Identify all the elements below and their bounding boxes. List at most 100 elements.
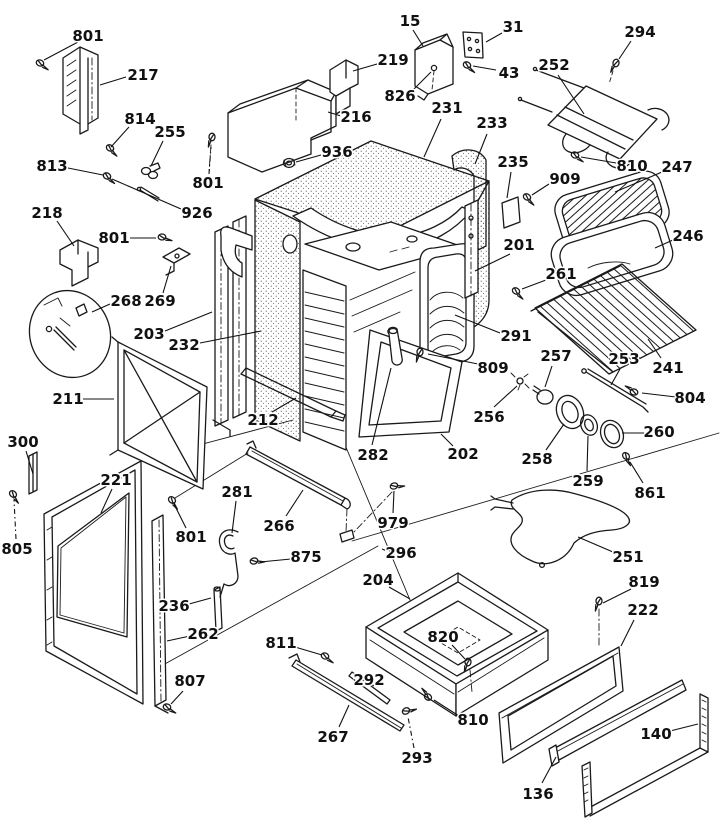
part-label-909: 909: [549, 170, 580, 188]
leader-line-231: [423, 118, 442, 158]
part-label-15: 15: [400, 12, 421, 30]
leader-line-232: [199, 330, 262, 344]
leader-line-261: [521, 279, 547, 290]
screw-875: [248, 554, 266, 567]
part-label-257: 257: [540, 347, 571, 365]
screw-813: [101, 171, 118, 185]
part-label-251: 251: [612, 548, 643, 566]
leader-line-814: [110, 126, 130, 148]
leader-line-801: [208, 146, 212, 175]
part-label-294: 294: [624, 23, 655, 41]
leader-line-267: [338, 704, 350, 728]
leader-line-222: [620, 619, 635, 647]
part-219-bracket: [329, 59, 359, 115]
part-281-hinge-arm: [218, 529, 239, 598]
part-label-809: 809: [477, 359, 508, 377]
part-label-804: 804: [674, 389, 705, 407]
leader-line-861: [629, 461, 644, 484]
leader-line-296: [381, 548, 388, 552]
part-label-261: 261: [545, 265, 576, 283]
part-label-810: 810: [616, 157, 647, 175]
part-label-241: 241: [652, 359, 683, 377]
part-label-219: 219: [377, 51, 408, 69]
leader-line-252: [557, 74, 585, 115]
leader-line-259: [586, 435, 589, 472]
part-15-module: [414, 33, 454, 101]
leader-line-218: [56, 220, 75, 247]
part-label-979: 979: [377, 514, 408, 532]
part-label-807: 807: [174, 672, 205, 690]
part-label-801: 801: [72, 27, 103, 45]
part-label-258: 258: [521, 450, 552, 468]
part-label-247: 247: [661, 158, 692, 176]
leader-line-269: [162, 265, 172, 294]
part-292-rail: [348, 671, 391, 705]
part-label-813: 813: [36, 157, 67, 175]
part-label-282: 282: [357, 446, 388, 464]
leader-line-201: [474, 253, 511, 272]
screw-801-mid: [157, 233, 173, 242]
part-label-252: 252: [538, 56, 569, 74]
part-label-293: 293: [401, 749, 432, 767]
part-label-814: 814: [124, 110, 155, 128]
leader-line-262: [166, 635, 191, 642]
leader-line-233: [474, 133, 488, 165]
part-262-door-trim: [151, 514, 169, 714]
part-label-262: 262: [187, 625, 218, 643]
leader-line-247: [614, 171, 663, 193]
leader-line-875: [259, 558, 292, 563]
leader-line-217: [99, 76, 127, 86]
part-251-bake-element: [490, 489, 630, 569]
leader-line-136: [541, 756, 557, 784]
part-236-rod: [213, 586, 223, 632]
part-202-front-frame: [358, 329, 463, 438]
part-204-storage-drawer: [365, 572, 549, 717]
part-253-rod: [581, 368, 649, 413]
part-label-810: 810: [457, 711, 488, 729]
leader-line-809: [427, 353, 479, 365]
part-936-nut: [282, 157, 296, 169]
leader-line-926: [111, 178, 182, 210]
screw-801-under-216: [207, 132, 216, 148]
part-260-gasket-ring: [599, 419, 625, 449]
part-282-support: [387, 326, 403, 366]
part-label-201: 201: [503, 236, 534, 254]
part-label-811: 811: [265, 634, 296, 652]
part-266-rail: [245, 440, 355, 543]
leader-line-909: [531, 183, 550, 196]
part-258-lens-ring: [555, 394, 585, 430]
leader-line-253: [610, 368, 621, 386]
part-label-926: 926: [181, 204, 212, 222]
screw-810-top: [569, 150, 587, 163]
part-256-clip: [510, 372, 530, 391]
leader-line-810: [580, 156, 617, 164]
screw-979: [388, 479, 406, 492]
part-label-202: 202: [447, 445, 478, 463]
part-label-216: 216: [340, 108, 371, 126]
part-218-bracket: [59, 239, 99, 287]
part-252-wire-shelf: [517, 66, 670, 169]
leader-line-819: [602, 588, 632, 604]
part-label-861: 861: [634, 484, 665, 502]
screw-801-axis: [208, 144, 212, 173]
part-label-204: 204: [362, 571, 393, 589]
leader-line-219: [352, 63, 378, 72]
leader-line-805: [13, 499, 17, 540]
part-label-269: 269: [144, 292, 175, 310]
leader-line-810: [433, 699, 460, 717]
screw-811: [319, 651, 337, 664]
part-oven-cavity: [302, 221, 464, 451]
leader-line-291: [454, 314, 501, 334]
part-label-211: 211: [52, 390, 83, 408]
leader-line-31: [485, 32, 503, 43]
part-label-231: 231: [431, 99, 462, 117]
screw-801-topleft: [34, 58, 52, 71]
part-221-oven-door: [43, 460, 144, 705]
screw-293: [400, 702, 418, 717]
part-label-246: 246: [672, 227, 703, 245]
leader-line-251: [577, 536, 614, 553]
part-label-805: 805: [1, 540, 32, 558]
leader-line-241: [647, 338, 662, 359]
